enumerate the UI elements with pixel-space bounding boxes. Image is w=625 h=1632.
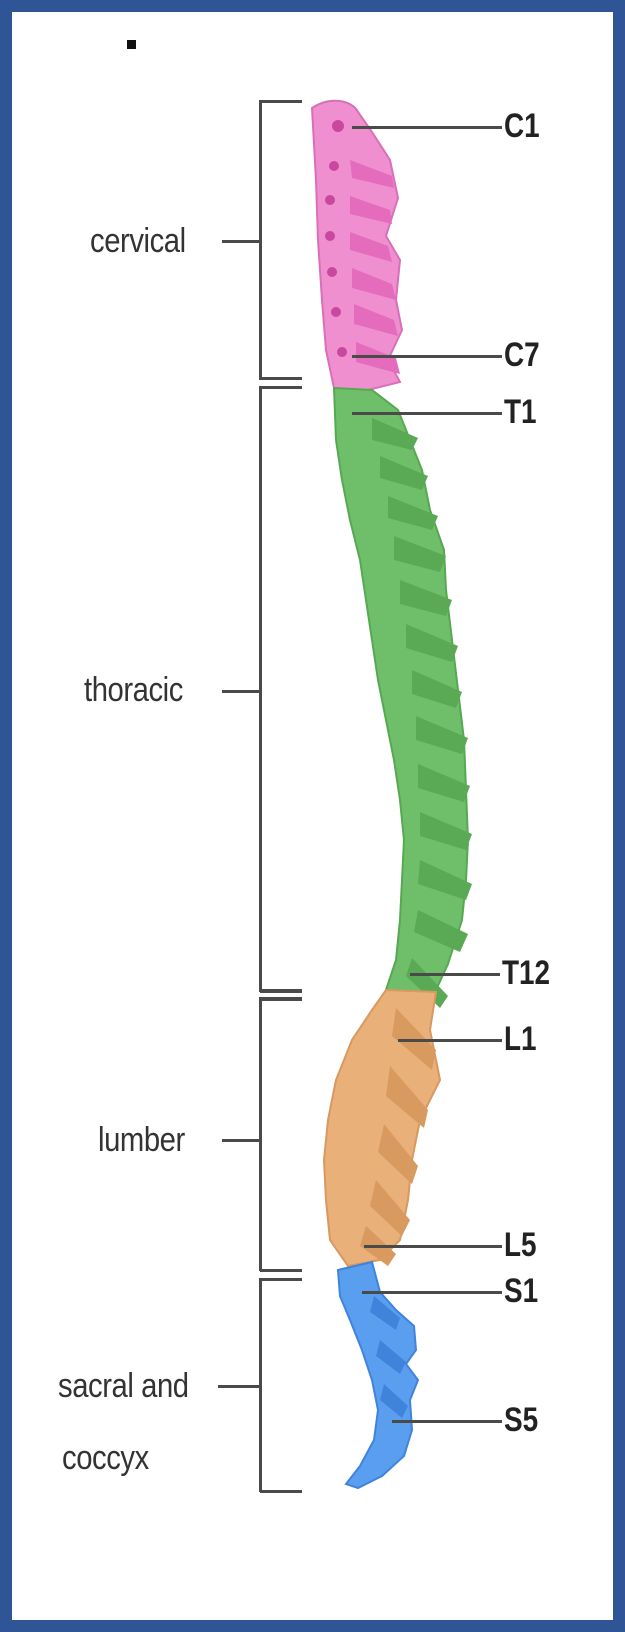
bracket-lumbar-vertical <box>259 997 262 1271</box>
tick-sacral <box>218 1385 260 1388</box>
bracket-thoracic-vertical <box>259 386 262 992</box>
region-label-thoracic: thoracic <box>84 668 183 712</box>
level-label-t12: T12 <box>502 954 550 993</box>
leader-c7 <box>352 355 502 358</box>
leader-t1 <box>352 412 502 415</box>
lumbar-vertebrae <box>324 990 440 1266</box>
level-label-l1: L1 <box>504 1020 537 1059</box>
level-label-c7: C7 <box>504 336 540 375</box>
cervical-vertebrae <box>312 101 402 392</box>
level-label-l5: L5 <box>504 1226 537 1265</box>
bracket-thoracic-top <box>260 386 302 389</box>
bracket-cervical-top <box>260 100 302 103</box>
bracket-lumbar-bottom <box>260 1269 302 1272</box>
region-label-cervical: cervical <box>90 219 186 263</box>
tick-cervical <box>222 240 260 243</box>
leader-c1 <box>352 126 502 129</box>
bracket-lumbar-top <box>260 997 302 1001</box>
leader-l1 <box>398 1039 502 1042</box>
bracket-cervical-bottom <box>260 377 302 380</box>
tick-thoracic <box>222 690 260 693</box>
level-label-c1: C1 <box>504 107 540 146</box>
leader-s1 <box>362 1291 502 1294</box>
region-label-sacral-line1: sacral and <box>58 1364 189 1408</box>
leader-t12 <box>410 973 500 976</box>
leader-s5 <box>392 1420 502 1423</box>
level-label-s1: S1 <box>504 1272 538 1311</box>
bracket-thoracic-bottom <box>260 989 302 993</box>
level-label-t1: T1 <box>504 393 537 432</box>
tick-lumber <box>222 1139 260 1142</box>
thoracic-vertebrae <box>334 388 472 1008</box>
leader-l5 <box>364 1245 502 1248</box>
sacral-vertebrae <box>338 1262 418 1488</box>
region-label-sacral-line2: coccyx <box>62 1436 149 1480</box>
bracket-sacral-bottom <box>260 1490 302 1493</box>
level-label-s5: S5 <box>504 1401 538 1440</box>
region-label-lumber: lumber <box>98 1118 185 1162</box>
bracket-sacral-top <box>260 1278 302 1281</box>
